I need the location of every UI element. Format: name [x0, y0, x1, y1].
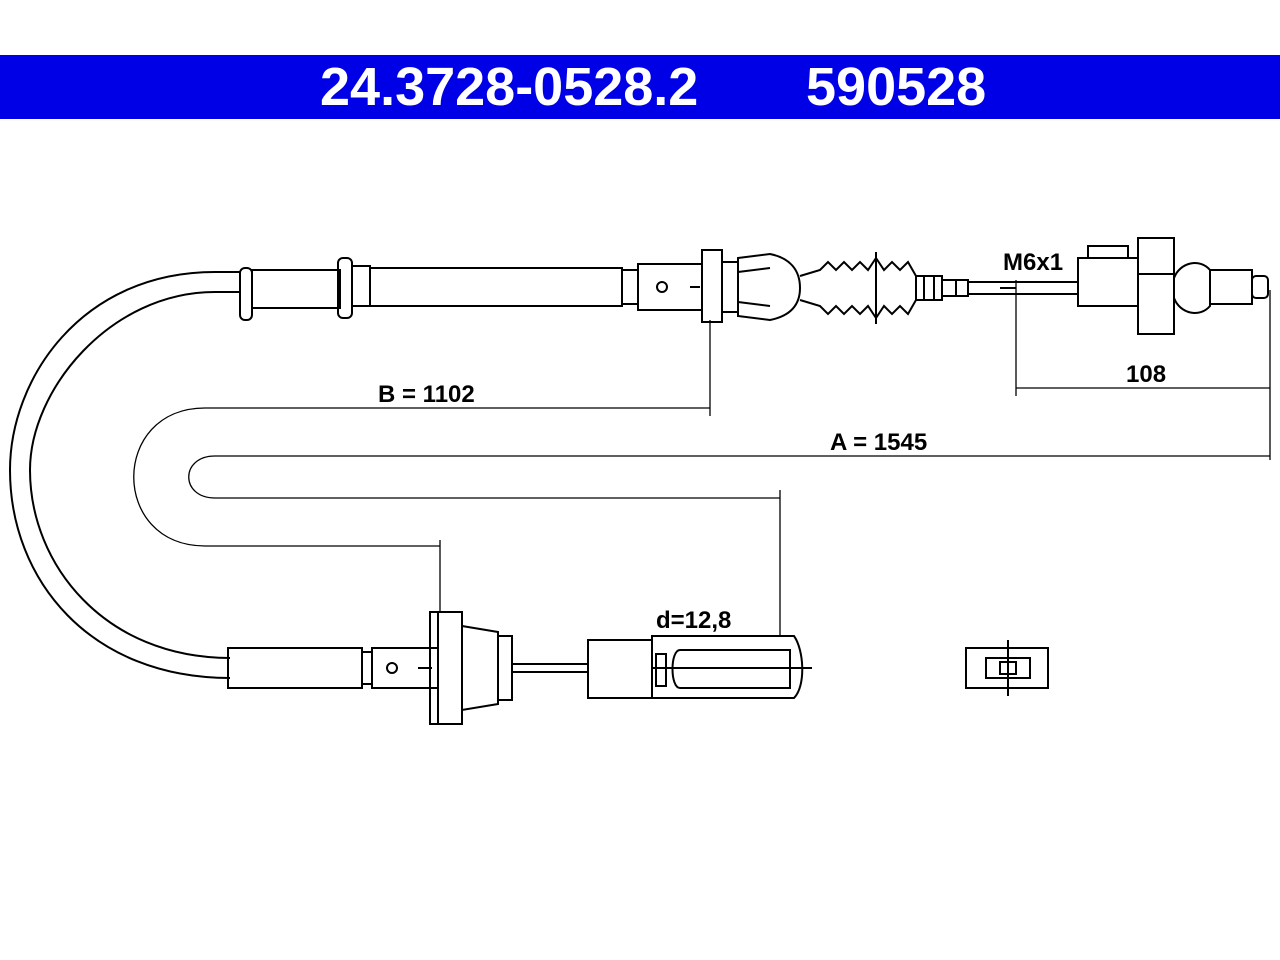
threaded-rod	[956, 279, 1078, 297]
bolt-hole	[656, 281, 668, 293]
part-number: 24.3728-0528.2	[320, 57, 699, 117]
lower-wire	[512, 663, 588, 673]
lower-flange	[429, 611, 513, 725]
right-end-fitting	[1077, 237, 1269, 335]
lower-ferrule	[227, 647, 439, 689]
inner-nut	[915, 275, 957, 301]
rubber-boot	[799, 252, 917, 324]
lower-bolt-hole	[386, 662, 398, 674]
upper-adjuster	[701, 249, 802, 323]
title-bar: 24.3728-0528.2 590528	[0, 55, 1280, 119]
reference-number: 590528	[806, 57, 987, 117]
a-length-label: A = 1545	[830, 429, 927, 456]
cable-sheath	[8, 271, 240, 679]
diameter-label: d=12,8	[656, 607, 731, 634]
upper-ferrule	[239, 257, 703, 321]
cross-section-detail	[965, 640, 1049, 696]
end-length-label: 108	[1126, 361, 1166, 388]
thread-label: M6x1	[1003, 249, 1063, 276]
dimension-lines	[133, 280, 1271, 636]
lower-end-fitting	[587, 635, 812, 699]
b-length-label: B = 1102	[378, 381, 475, 408]
